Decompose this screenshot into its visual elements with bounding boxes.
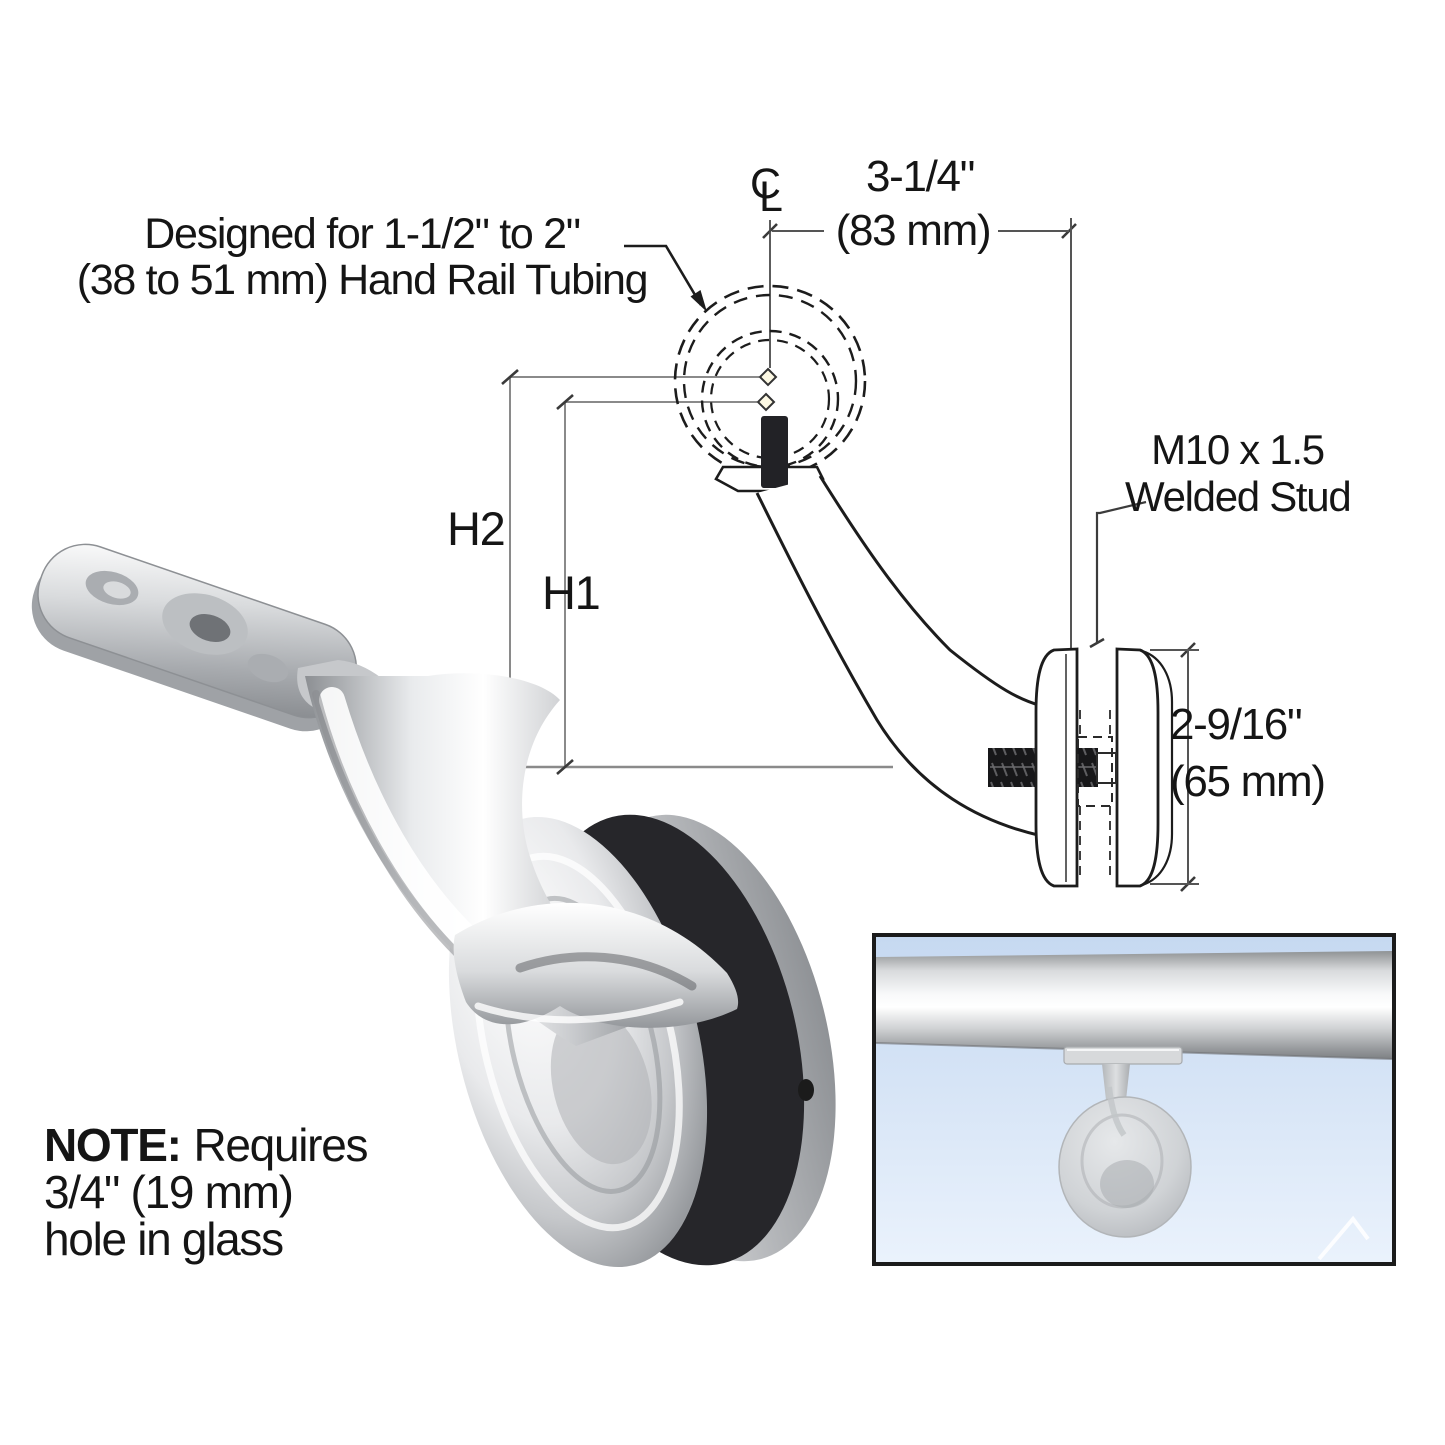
photo-screw-hole-3 [247,653,289,683]
photo-set-screw-hole [798,1079,814,1101]
centerline-icon: C L [750,160,783,221]
note-line1-rest: Requires [193,1119,368,1171]
welded-stud-label-line1: M10 x 1.5 [1151,426,1325,473]
width-dimension-imperial: 3-1/4" [865,152,975,201]
photo-arm-hook [453,902,739,1028]
welded-stud-label-line2: Welded Stud [1125,473,1352,520]
note-line3: hole in glass [44,1213,284,1265]
tubing-design-note: Designed for 1-1/2" to 2" (38 to 51 mm) … [60,211,664,303]
clamp-dimension-metric: (65 mm) [1170,757,1326,806]
tubing-design-note-line1: Designed for 1-1/2" to 2" [144,210,581,258]
note-line1: NOTE:Requires [44,1119,368,1171]
clamp-disc-right [1115,647,1160,888]
handrail-tube [876,951,1392,1059]
glass-clamp-drawing [988,647,1174,888]
installation-photo [876,937,1392,1262]
stud-leader-line [1095,500,1147,643]
h1-dimension-label: H1 [542,566,601,619]
bracket-drawing [714,416,1043,838]
product-photo [31,543,836,1268]
clamp-dimension-lines [1150,649,1199,885]
width-dimension-lines [772,218,1072,650]
arm-drawing-fill [757,476,1042,836]
clamp-dimension-imperial: 2-9/16" [1170,700,1303,749]
welded-stud-label: M10 x 1.5 Welded Stud [1125,426,1352,520]
glass-hole-note: NOTE:Requires 3/4" (19 mm) hole in glass [44,1119,368,1265]
installation-photo-inset [872,933,1396,1266]
note-prefix: NOTE: [44,1119,182,1171]
h2-dimension-label: H2 [447,502,506,555]
glass-hole-hidden-line [1077,736,1113,807]
rail-stud-drawing [761,416,788,488]
tubing-design-note-line2: (38 to 51 mm) Hand Rail Tubing [76,256,649,304]
width-dimension-metric: (83 mm) [835,206,992,255]
tubing-leader-line [624,244,707,312]
tube-center-marks [756,367,778,412]
note-line2: 3/4" (19 mm) [44,1166,294,1218]
clamp-dimension-label: 2-9/16" (65 mm) [1170,696,1326,810]
stud-tip-drawing [1096,752,1117,784]
clamp-disc-left [1034,647,1079,888]
sky-contrail [1317,1215,1370,1261]
